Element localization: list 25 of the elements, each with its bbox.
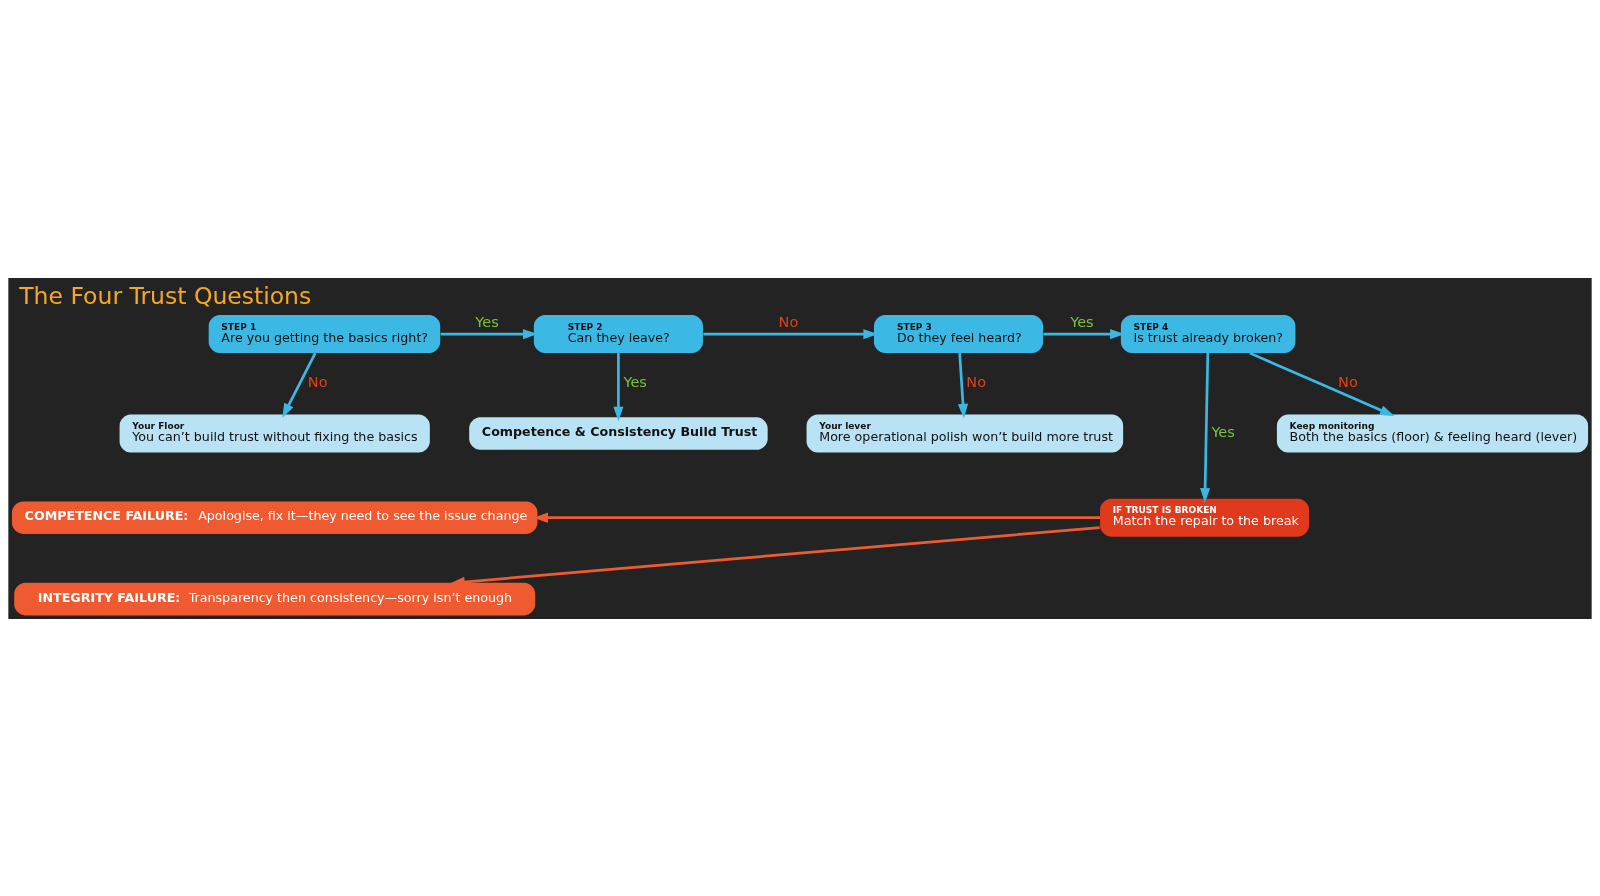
edge-label: Yes [1070, 313, 1094, 330]
edge-label: No [1338, 373, 1358, 390]
edge-label: Yes [1211, 423, 1235, 440]
arrow [1249, 351, 1395, 416]
node-box: IF TRUST IS BROKEN Match the repair to the break [1100, 498, 1309, 537]
node-box: STEP 3 Do they feel heard? [873, 314, 1044, 353]
node-box: INTEGRITY FAILURE: Transparency then consistency—sorry isn’t enough [14, 582, 536, 615]
arrow [957, 352, 969, 418]
node-box: STEP 4 Is trust already broken? [1120, 314, 1296, 353]
edge-label: No [307, 373, 328, 390]
node-box: Competence & Consistency Build Trust [469, 416, 768, 450]
edge-label: Yes [475, 313, 499, 330]
node-box: STEP 1 Are you getting the basics right? [208, 314, 441, 353]
edge-label: Yes [623, 373, 647, 390]
edge-label: No [778, 313, 799, 330]
diagram-title: The Four Trust Questions [19, 281, 312, 310]
arrow [1200, 352, 1211, 503]
node-box: COMPETENCE FAILURE: Apologise, fix it—they need to see the issue change [11, 500, 538, 534]
arrow [282, 352, 317, 418]
node-box: STEP 2 Can they leave? [533, 314, 703, 353]
node-box: Your Floor You can’t build trust without fixing the basics [119, 414, 430, 453]
node-box: Your lever More operational polish won’t build more trust [806, 414, 1124, 453]
node-box: Keep monitoring Both the basics (floor) & feeling heard (lever) [1276, 414, 1589, 453]
arrow [613, 352, 624, 421]
edge-label: No [966, 373, 986, 390]
